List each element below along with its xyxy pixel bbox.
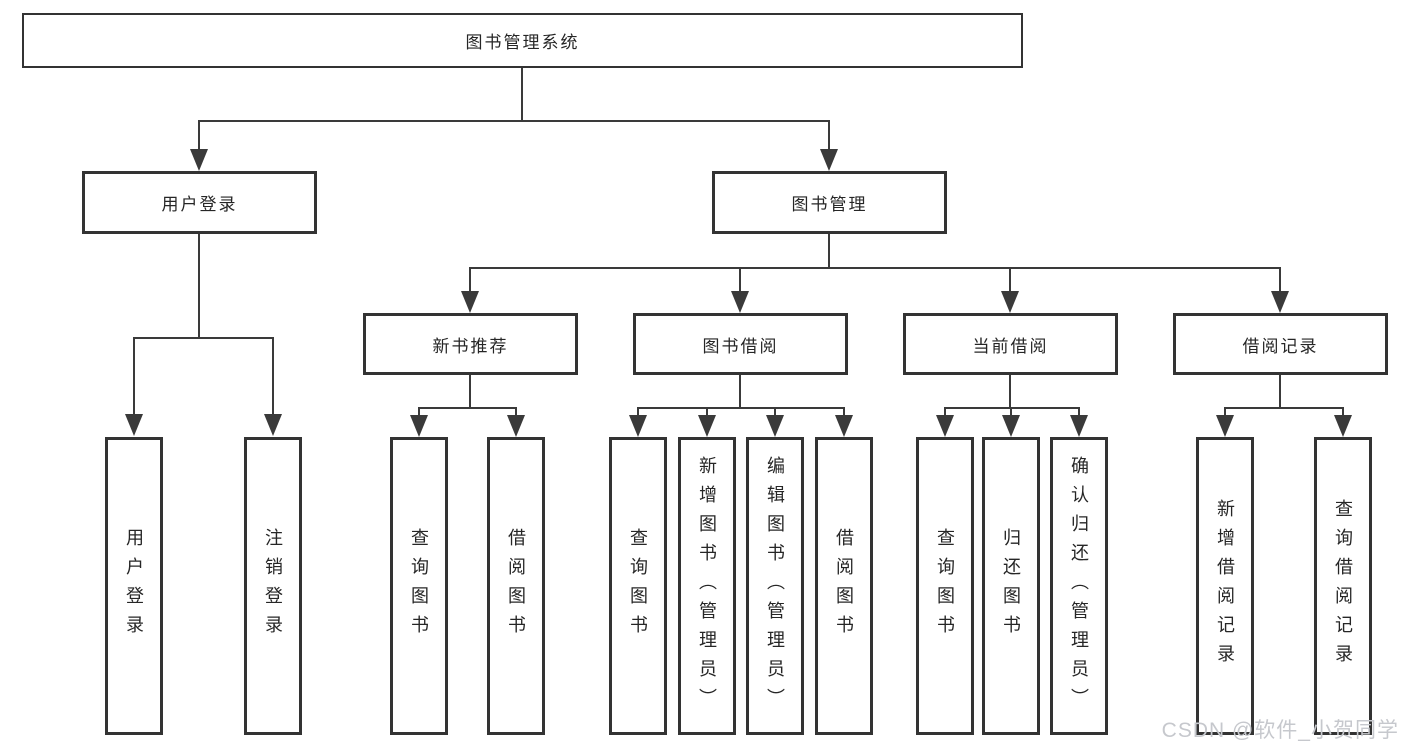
arrowhead-down (1271, 291, 1289, 313)
leaf-query-books-current-label: 查询图书 (935, 528, 955, 644)
arrowhead-down (936, 415, 954, 437)
leaf-query-books-borrowing-label: 查询图书 (628, 528, 648, 644)
leaf-query-books-recommend: 查询图书 (390, 437, 448, 735)
node-root-label: 图书管理系统 (465, 33, 580, 52)
node-root: 图书管理系统 (22, 13, 1023, 68)
leaf-confirm-return-admin: 确认归还（管理员） (1050, 437, 1108, 735)
leaf-user-login: 用户登录 (105, 437, 163, 735)
leaf-confirm-return-admin-label: 确认归还（管理员） (1069, 455, 1089, 717)
leaf-query-borrow-record-label: 查询借阅记录 (1333, 499, 1353, 673)
connector-drop (418, 407, 420, 417)
leaf-add-borrow-record-label: 新增借阅记录 (1215, 499, 1235, 673)
arrowhead-down (731, 291, 749, 313)
node-book-management-label: 图书管理 (791, 195, 868, 214)
connector-drop (774, 407, 776, 417)
arrowhead-down (820, 149, 838, 171)
node-user-login: 用户登录 (82, 171, 317, 234)
connector-drop (739, 267, 741, 292)
leaf-edit-book-admin: 编辑图书（管理员） (746, 437, 804, 735)
arrowhead-down (698, 415, 716, 437)
connector-drop (944, 407, 946, 417)
arrowhead-down (461, 291, 479, 313)
connector-drop (843, 407, 845, 417)
connector-drop (198, 120, 200, 150)
leaf-return-book: 归还图书 (982, 437, 1040, 735)
leaf-add-borrow-record: 新增借阅记录 (1196, 437, 1254, 735)
connector-recommend-stem (469, 375, 471, 407)
node-book-borrowing-label: 图书借阅 (702, 336, 779, 356)
arrowhead-down (125, 414, 143, 436)
leaf-user-login-label: 用户登录 (124, 528, 144, 644)
connector-drop (515, 407, 517, 417)
leaf-borrow-books-recommend-label: 借阅图书 (506, 528, 526, 644)
arrowhead-down (766, 415, 784, 437)
connector-borrowing-branch (638, 407, 844, 409)
connector-drop (828, 120, 830, 150)
arrowhead-down (190, 149, 208, 171)
connector-drop (637, 407, 639, 417)
leaf-query-books-current: 查询图书 (916, 437, 974, 735)
connector-user-login-stem (198, 234, 200, 337)
arrowhead-down (1002, 415, 1020, 437)
connector-drop (706, 407, 708, 417)
arrowhead-down (264, 414, 282, 436)
leaf-borrow-books-recommend: 借阅图书 (487, 437, 545, 735)
connector-drop (1342, 407, 1344, 417)
node-new-book-recommend: 新书推荐 (363, 313, 578, 375)
connector-current-stem (1009, 375, 1011, 407)
leaf-add-book-admin-label: 新增图书（管理员） (697, 455, 717, 717)
leaf-borrow-books-label: 借阅图书 (834, 528, 854, 644)
leaf-borrow-books: 借阅图书 (815, 437, 873, 735)
connector-drop (1078, 407, 1080, 417)
arrowhead-down (1070, 415, 1088, 437)
arrowhead-down (835, 415, 853, 437)
connector-records-branch (1225, 407, 1343, 409)
arrowhead-down (507, 415, 525, 437)
connector-user-login-branch (134, 337, 273, 339)
arrowhead-down (1216, 415, 1234, 437)
connector-drop (272, 337, 274, 415)
connector-root-branch (198, 120, 830, 122)
node-book-management: 图书管理 (712, 171, 947, 234)
leaf-return-book-label: 归还图书 (1001, 528, 1021, 644)
connector-drop (1009, 267, 1011, 292)
node-current-borrowing: 当前借阅 (903, 313, 1118, 375)
node-borrowing-records-label: 借阅记录 (1242, 336, 1319, 356)
leaf-query-books-recommend-label: 查询图书 (409, 528, 429, 644)
node-book-borrowing: 图书借阅 (633, 313, 848, 375)
leaf-edit-book-admin-label: 编辑图书（管理员） (765, 455, 785, 717)
csdn-watermark: CSDN @软件_小贺同学 (1161, 719, 1399, 742)
connector-current-branch (945, 407, 1079, 409)
leaf-query-books-borrowing: 查询图书 (609, 437, 667, 735)
connector-records-stem (1279, 375, 1281, 407)
leaf-logout-label: 注销登录 (263, 528, 283, 644)
leaf-add-book-admin: 新增图书（管理员） (678, 437, 736, 735)
node-borrowing-records: 借阅记录 (1173, 313, 1388, 375)
connector-root-stem (521, 68, 523, 120)
connector-drop (1010, 407, 1012, 417)
arrowhead-down (629, 415, 647, 437)
node-user-login-label: 用户登录 (161, 195, 238, 214)
arrowhead-down (410, 415, 428, 437)
connector-drop (469, 267, 471, 292)
arrowhead-down (1001, 291, 1019, 313)
leaf-logout: 注销登录 (244, 437, 302, 735)
leaf-query-borrow-record: 查询借阅记录 (1314, 437, 1372, 735)
connector-book-mgmt-stem (828, 234, 830, 267)
node-current-borrowing-label: 当前借阅 (972, 336, 1049, 356)
connector-book-mgmt-branch (470, 267, 1280, 269)
node-new-book-recommend-label: 新书推荐 (432, 336, 509, 356)
connector-borrowing-stem (739, 375, 741, 407)
connector-drop (1279, 267, 1281, 292)
connector-recommend-branch (419, 407, 516, 409)
connector-drop (1224, 407, 1226, 417)
arrowhead-down (1334, 415, 1352, 437)
connector-drop (133, 337, 135, 415)
